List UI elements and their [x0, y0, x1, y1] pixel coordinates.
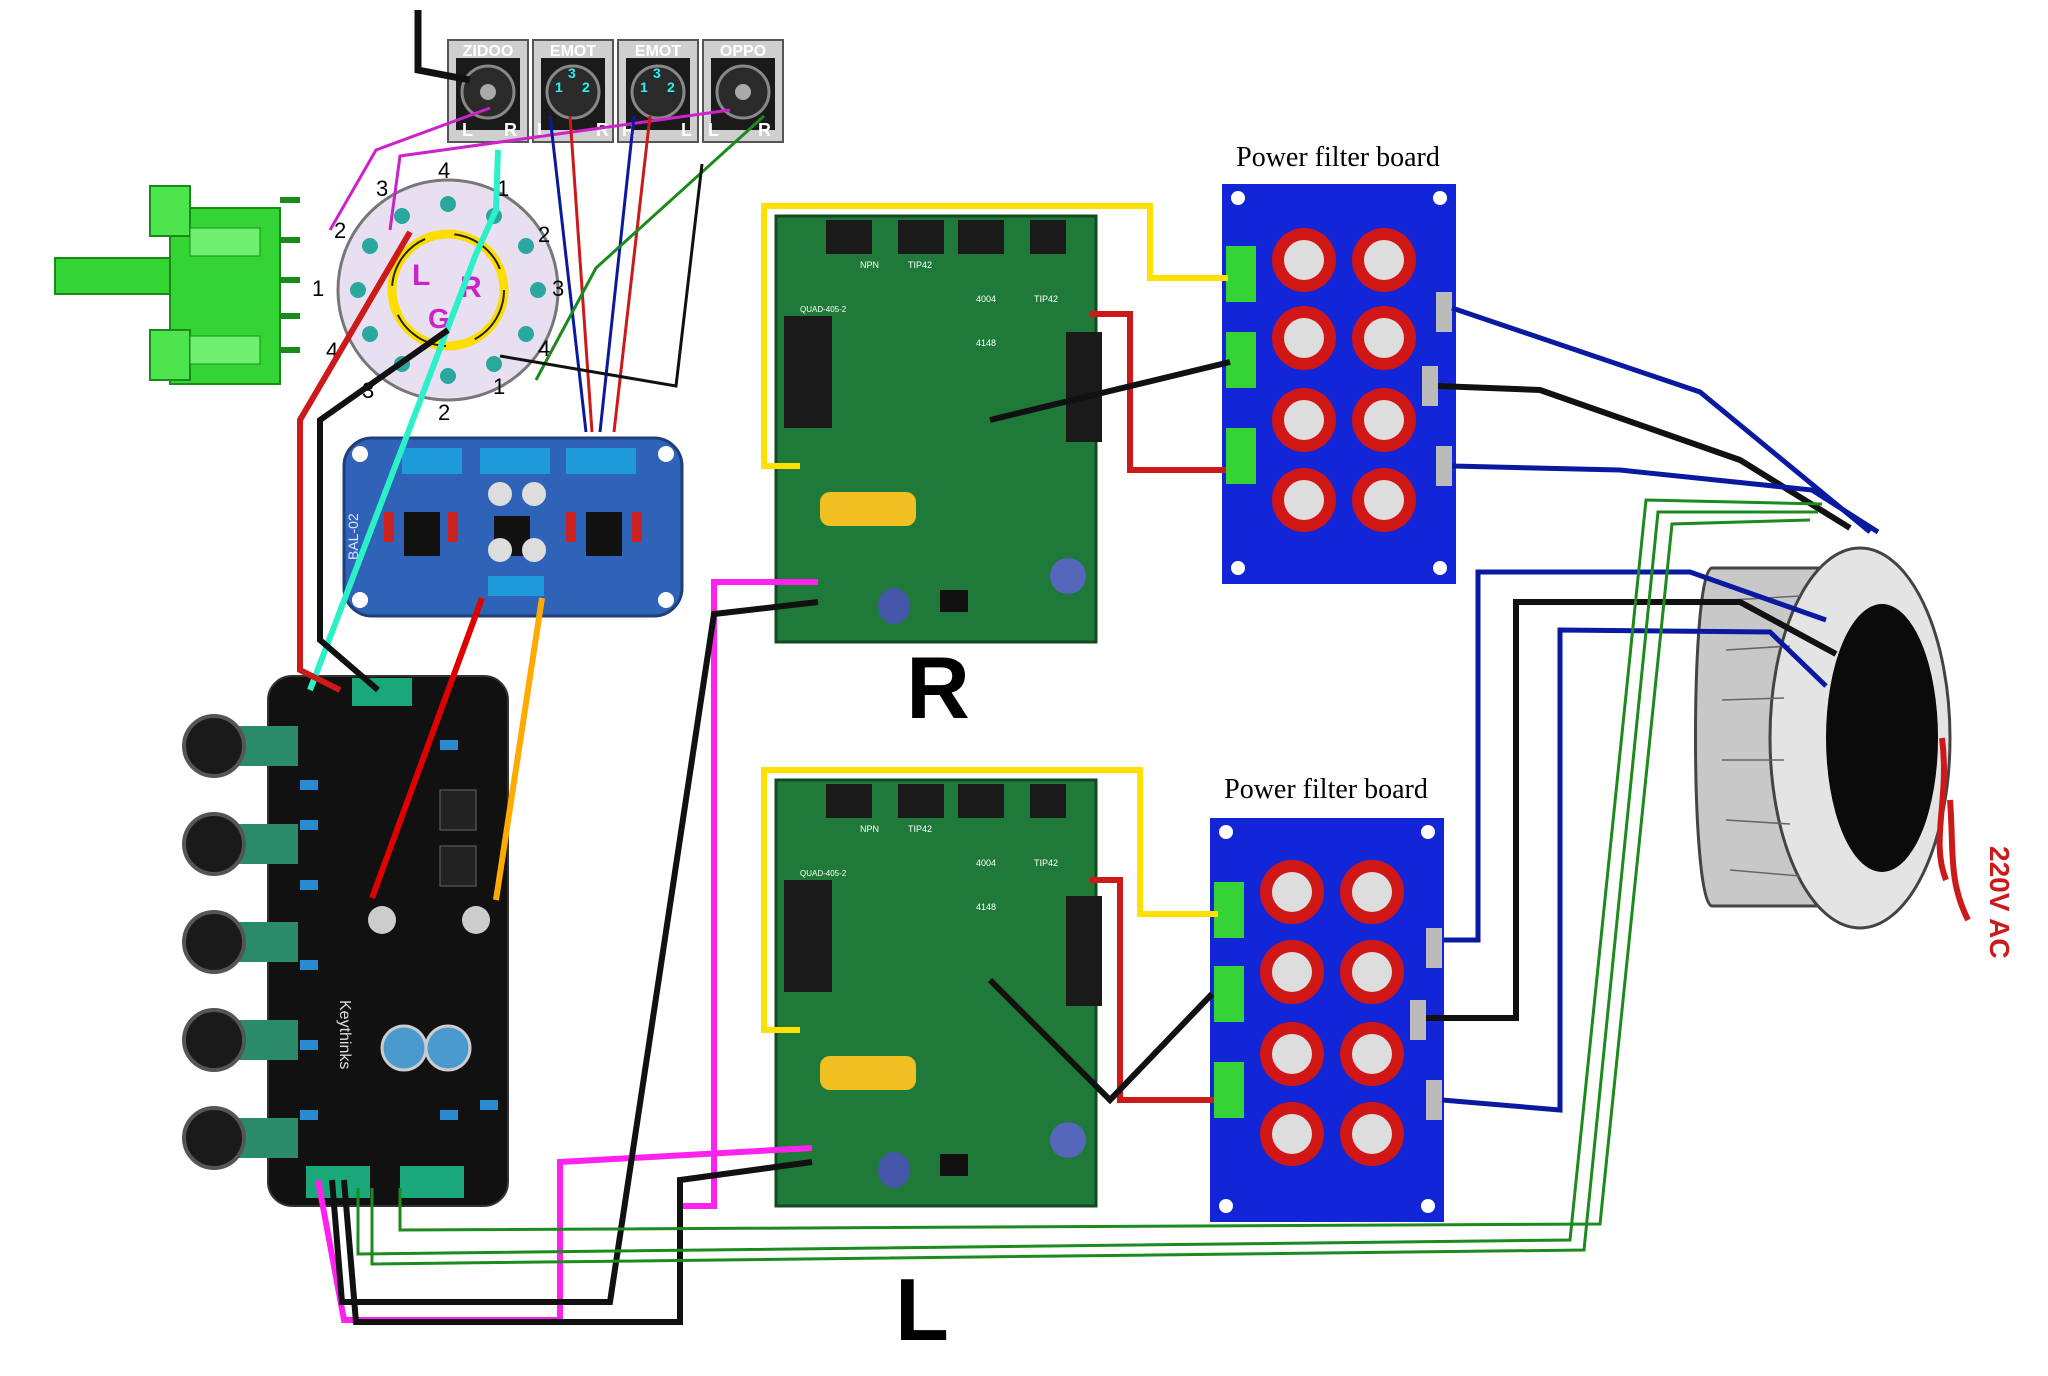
channel-label-left: L — [895, 1260, 949, 1359]
amp-board-diode2: 4148 — [976, 338, 996, 348]
input-right-label: R — [758, 120, 771, 140]
amp-board-transistor: TIP42 — [908, 260, 932, 270]
selector-position-number: 2 — [438, 400, 450, 425]
amp-board-diode: 4004 — [976, 294, 996, 304]
xlr-pin-2: 2 — [667, 79, 675, 95]
knob[interactable] — [182, 714, 298, 778]
xlr-pin-1: 1 — [640, 79, 648, 95]
toroidal-transformer: 220V AC — [1694, 546, 2015, 959]
wiring — [297, 106, 1880, 1325]
input-left-label: L — [708, 120, 719, 140]
selector-position-number: 3 — [552, 276, 564, 301]
amp-board-transistor: TIP42 — [1034, 294, 1058, 304]
knob[interactable] — [182, 910, 298, 974]
knob[interactable] — [182, 1106, 298, 1170]
amp-board-transistor: TIP42 — [1034, 858, 1058, 868]
selector-wafer: L R G 1 2 3 4 1 2 3 4 1 2 3 4 — [312, 158, 564, 425]
input-connector-zidoo: ZIDOO L R — [447, 39, 529, 143]
input-right-label: R — [596, 120, 609, 140]
input-name: OPPO — [720, 43, 766, 60]
selector-position-number: 4 — [538, 336, 550, 361]
input-name: EMOT — [550, 43, 596, 60]
tone-board-brand: Keythinks — [336, 1000, 353, 1069]
amp-board-npn: NPN — [860, 260, 879, 270]
input-left-label: L — [462, 120, 473, 140]
xlr-pin-1: 1 — [555, 79, 563, 95]
tone-control-board: Keythinks — [267, 675, 509, 1207]
amp-board-npn: NPN — [860, 824, 879, 834]
selector-position-number: 4 — [438, 158, 450, 183]
power-filter-board-title: Power filter board — [1236, 142, 1440, 173]
power-filter-board-title: Power filter board — [1224, 774, 1428, 805]
xlr-pin-3: 3 — [653, 65, 661, 81]
selector-left-label: L — [412, 259, 430, 292]
input-connector-oppo: OPPO L R — [702, 39, 784, 143]
selector-position-number: 2 — [538, 222, 550, 247]
input-left-label: L — [681, 120, 692, 140]
input-connector-emot-1: EMOT 1 3 2 L R — [532, 39, 614, 143]
knob[interactable] — [182, 812, 298, 876]
tone-knobs — [182, 714, 298, 1170]
input-name: ZIDOO — [463, 43, 514, 60]
input-connector-emot-2: EMOT 1 3 2 R L — [617, 39, 699, 143]
input-connectors: ZIDOO L R EMOT 1 3 2 L R EMOT 1 3 2 R L — [414, 10, 784, 143]
selector-ground-label: G — [428, 303, 450, 334]
knob[interactable] — [182, 1008, 298, 1072]
power-filter-board-bottom: Power filter board — [1210, 774, 1444, 1222]
selector-position-number: 1 — [493, 374, 505, 399]
input-right-label: R — [504, 120, 517, 140]
amp-board-right: QUAD-405-2 NPN TIP42 TIP42 4004 4148 — [774, 214, 1102, 644]
input-name: EMOT — [635, 43, 681, 60]
amp-board-model: QUAD-405-2 — [800, 869, 847, 878]
amp-board-model: QUAD-405-2 — [800, 305, 847, 314]
input-left-label: L — [537, 120, 548, 140]
amp-board-diode2: 4148 — [976, 902, 996, 912]
selector-position-number: 2 — [334, 218, 346, 243]
amp-board-left: QUAD-405-2 NPN TIP42 TIP42 4004 4148 — [774, 778, 1102, 1208]
channel-label-right: R — [906, 638, 970, 737]
amp-board-diode: 4004 — [976, 858, 996, 868]
mains-voltage-label: 220V AC — [1984, 846, 2015, 959]
rotary-switch-body — [54, 185, 300, 385]
selector-position-number: 1 — [312, 276, 324, 301]
power-filter-board-top: Power filter board — [1222, 142, 1456, 584]
balanced-board-model: BAL-02 — [345, 513, 361, 560]
selector-position-number: 1 — [497, 176, 509, 201]
amp-board-transistor: TIP42 — [908, 824, 932, 834]
xlr-pin-2: 2 — [582, 79, 590, 95]
balanced-input-board: BAL-02 — [342, 436, 684, 618]
xlr-pin-3: 3 — [568, 65, 576, 81]
selector-position-number: 3 — [376, 176, 388, 201]
